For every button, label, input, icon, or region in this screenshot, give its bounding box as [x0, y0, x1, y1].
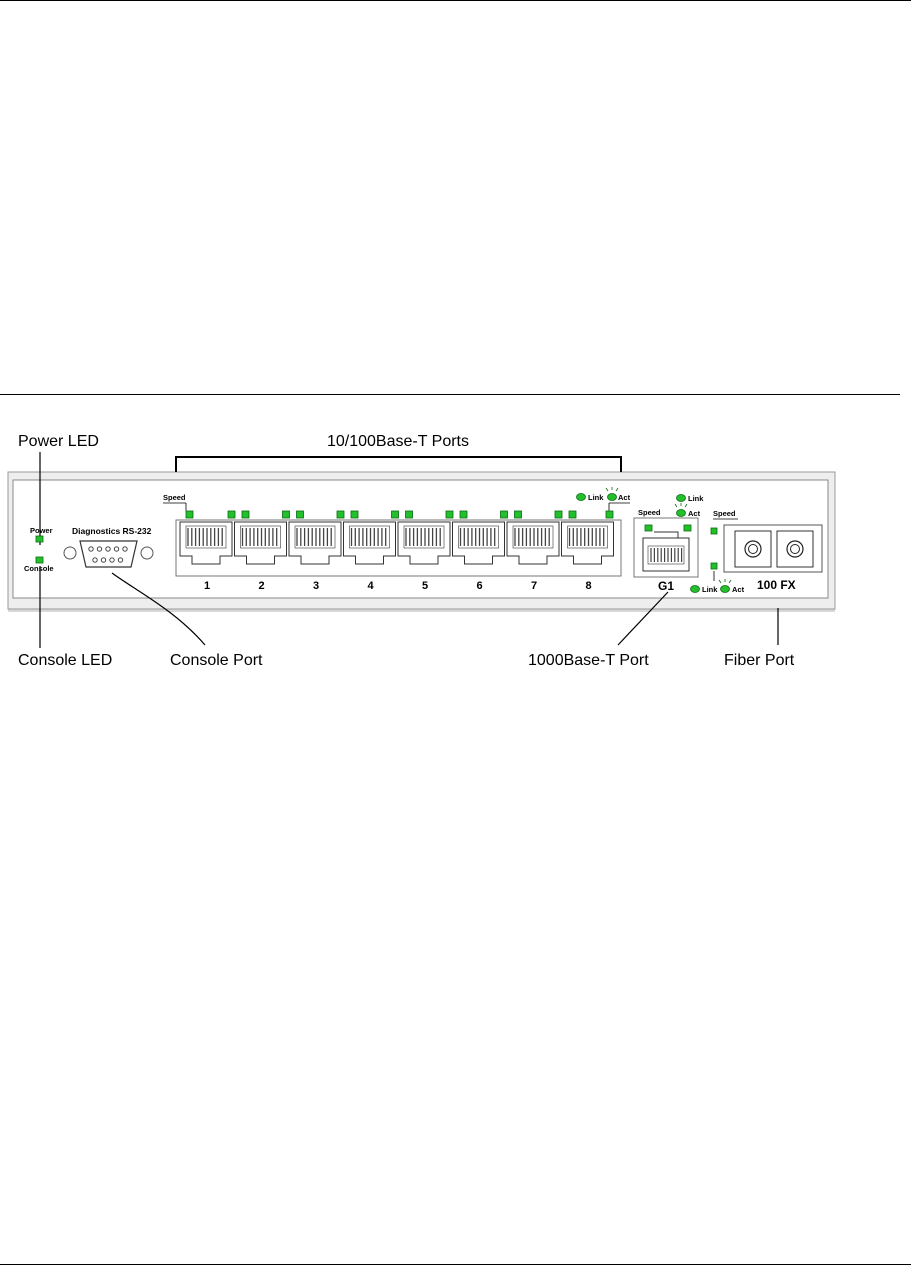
db9-pin	[93, 558, 97, 562]
console-screw-right	[141, 547, 153, 559]
port-number-label: 7	[531, 580, 537, 592]
link-legend-label: Link	[588, 493, 604, 502]
fiber-act-legend-led	[721, 586, 730, 593]
port-number-label: 3	[313, 580, 319, 592]
port-status-led	[392, 511, 399, 518]
port-status-led	[351, 511, 358, 518]
console-port-callout: Console Port	[170, 652, 263, 669]
db9-pin	[97, 547, 101, 551]
act-legend-label: Act	[618, 493, 631, 502]
fiber-rx-ferrule	[791, 545, 800, 554]
fiber-link-legend-led	[691, 586, 700, 593]
port-status-led	[569, 511, 576, 518]
db9-pin	[106, 547, 110, 551]
port-number-label: 5	[422, 580, 428, 592]
port-status-led	[242, 511, 249, 518]
port-status-led	[186, 511, 193, 518]
db9-pin	[101, 558, 105, 562]
gigabit-act-legend-led	[677, 510, 686, 517]
gigabit-speed-label: Speed	[638, 508, 661, 517]
port-status-led	[501, 511, 508, 518]
port-status-led	[460, 511, 467, 518]
db9-pin	[123, 547, 127, 551]
bottom-rule	[0, 1264, 911, 1265]
port-status-led	[297, 511, 304, 518]
fiber-link-label: Link	[702, 585, 718, 594]
link-legend-led	[577, 494, 586, 501]
db9-pin	[114, 547, 118, 551]
port-number-label: 8	[585, 580, 591, 592]
gigabit-act-label: Act	[688, 509, 701, 518]
db9-pin	[89, 547, 93, 551]
db9-pin	[118, 558, 122, 562]
port-status-led	[337, 511, 344, 518]
port-status-led	[515, 511, 522, 518]
fiber-link-act-led	[711, 563, 717, 569]
db9-pin	[110, 558, 114, 562]
console-led-label: Console	[24, 564, 54, 573]
power-led	[36, 536, 43, 542]
fiber-tx-ferrule	[749, 545, 758, 554]
console-screw-left	[64, 547, 76, 559]
gigabit-port-label: G1	[658, 579, 674, 593]
port-number-label: 2	[258, 580, 264, 592]
fiber-speed-label: Speed	[713, 509, 736, 518]
switch-front-panel-diagram: Power LED Console LED Console Port 1000B…	[0, 0, 911, 700]
gigabit-link-legend-led	[677, 495, 686, 502]
power-led-label: Power	[30, 526, 53, 535]
port-status-led	[406, 511, 413, 518]
port-status-led	[606, 511, 613, 518]
diagnostics-label: Diagnostics RS-232	[72, 526, 152, 536]
gigabit-link-label: Link	[688, 494, 704, 503]
port-number-label: 1	[204, 580, 210, 592]
port-status-led	[446, 511, 453, 518]
gigabit-port-callout: 1000Base-T Port	[528, 652, 649, 669]
power-led-callout: Power LED	[18, 433, 99, 450]
fiber-act-label: Act	[732, 585, 745, 594]
ports-bracket	[176, 457, 621, 472]
speed-label-ports: Speed	[163, 493, 186, 502]
fast-ethernet-ports-callout: 10/100Base-T Ports	[327, 433, 469, 450]
gigabit-speed-led	[645, 525, 652, 531]
port-status-led	[555, 511, 562, 518]
port-status-led	[283, 511, 290, 518]
fiber-port-callout: Fiber Port	[724, 652, 795, 669]
port-status-led	[228, 511, 235, 518]
act-legend-led	[608, 494, 617, 501]
console-led-callout: Console LED	[18, 652, 112, 669]
console-led	[36, 557, 43, 563]
port-number-label: 6	[476, 580, 482, 592]
fiber-port-label: 100 FX	[757, 578, 796, 592]
fiber-speed-led	[711, 528, 717, 534]
console-db9-connector[interactable]	[80, 541, 137, 567]
port-number-label: 4	[367, 580, 374, 592]
gigabit-link-act-led	[684, 525, 691, 531]
